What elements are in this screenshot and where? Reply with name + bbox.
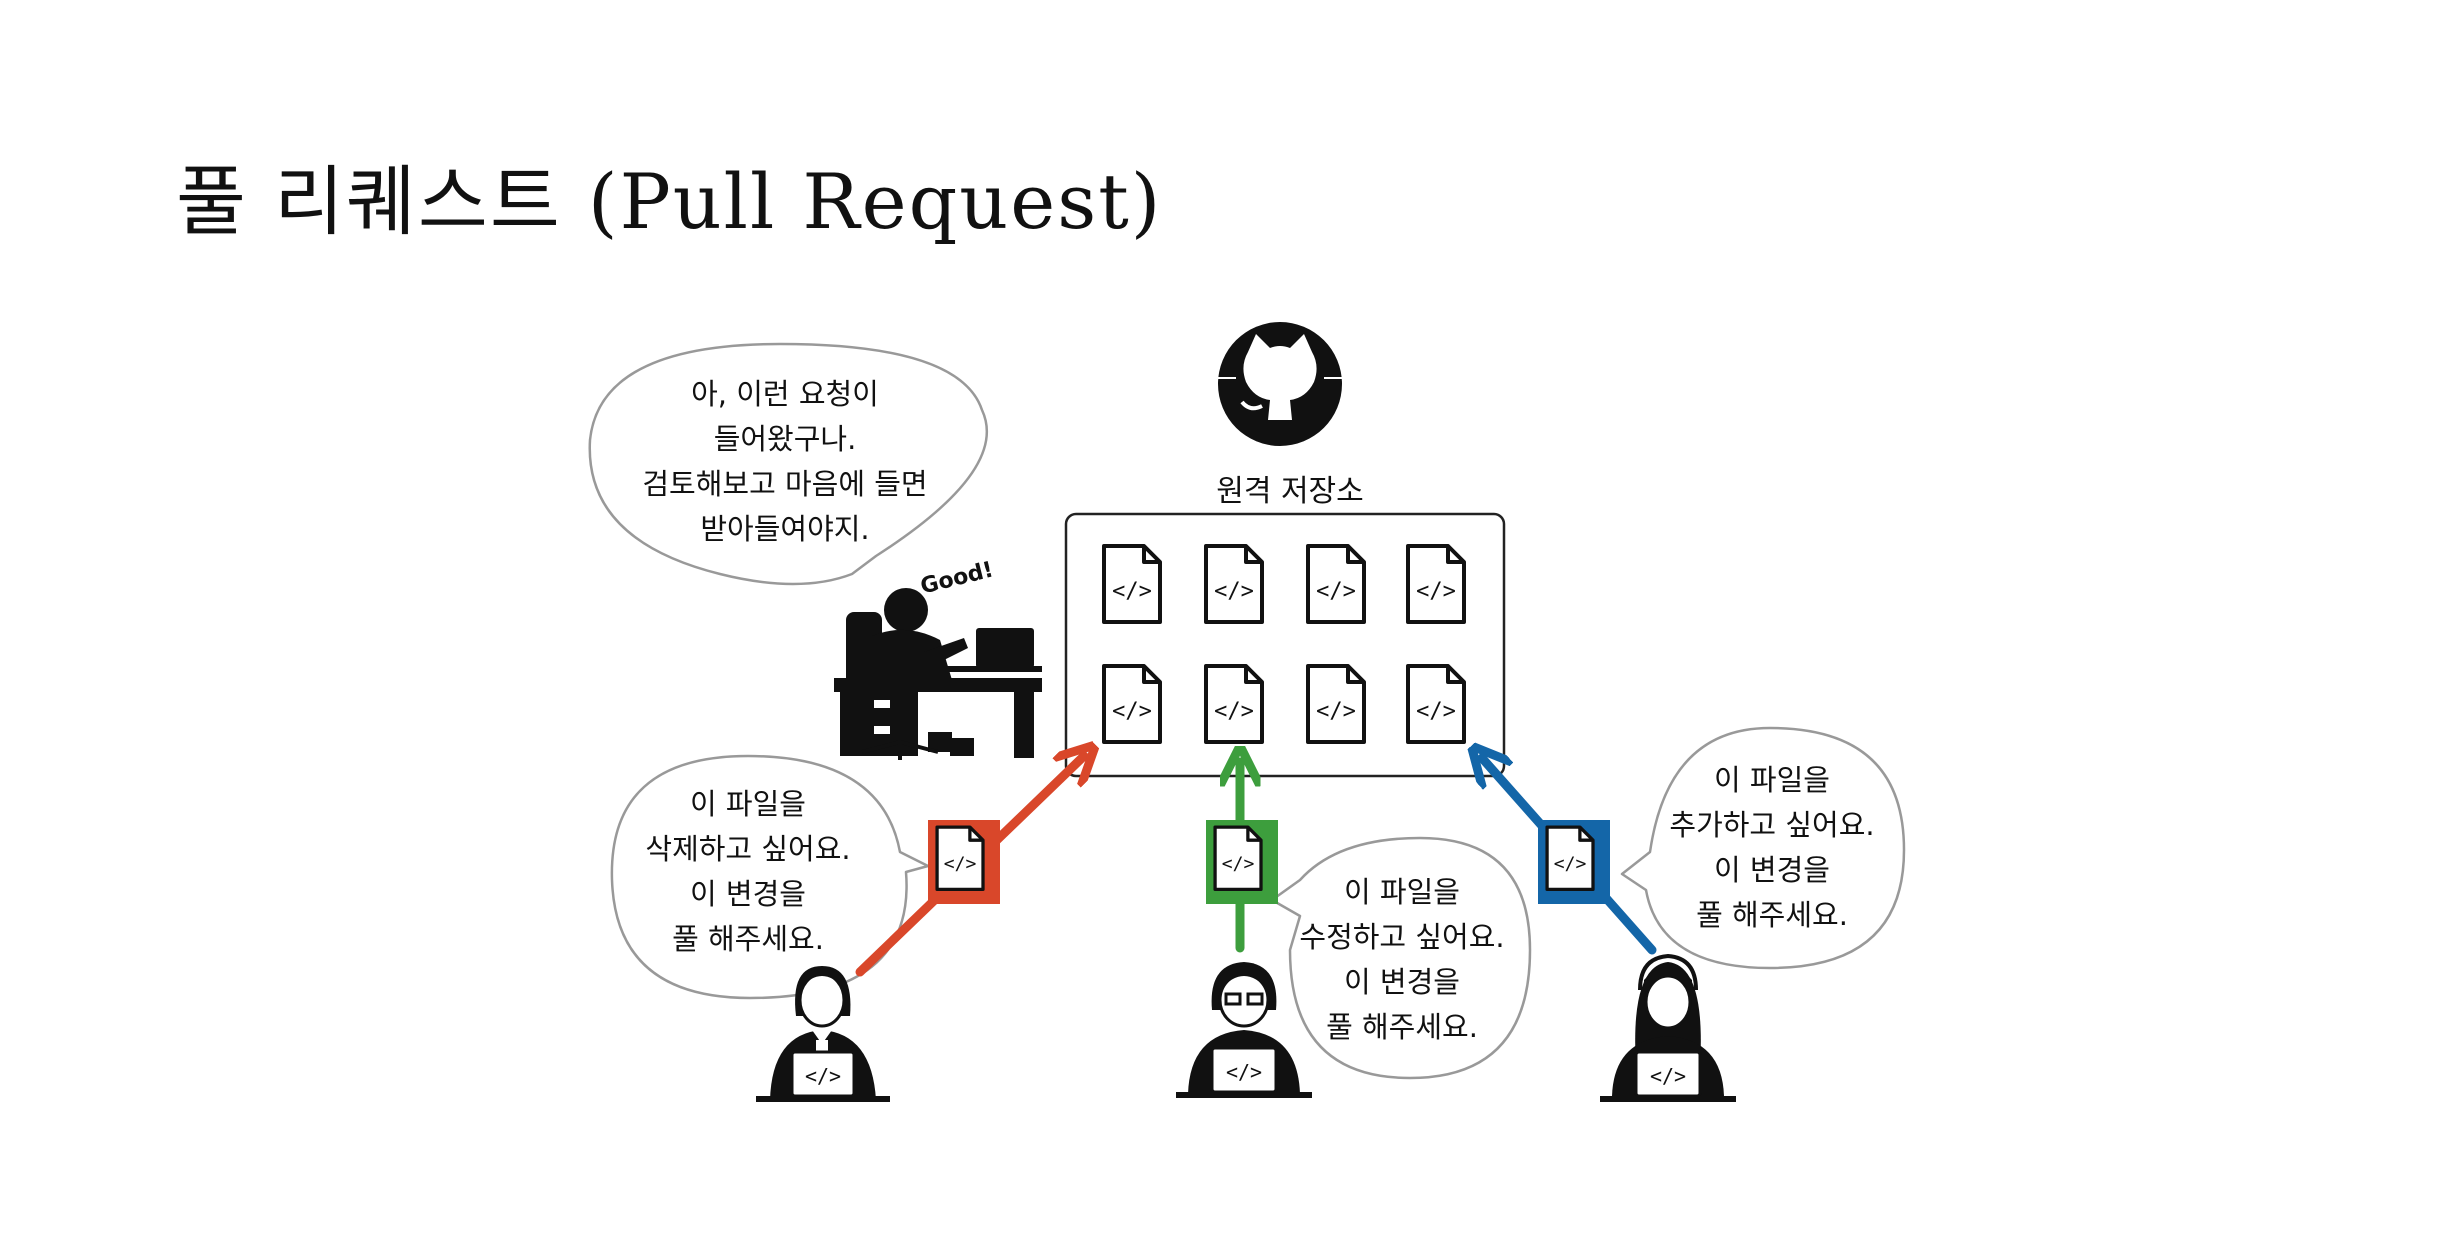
modify-file-badge <box>1206 820 1278 904</box>
code-file-icon <box>1102 664 1162 744</box>
repository-box <box>1064 512 1506 778</box>
delete-file-badge <box>928 820 1000 904</box>
repository-label: 원격 저장소 <box>1216 474 1364 509</box>
code-file-icon <box>1102 544 1162 624</box>
code-file-icon <box>1406 664 1466 744</box>
svg-text:</>: </> <box>805 1064 841 1088</box>
svg-text:</>: </> <box>1226 1060 1262 1084</box>
github-octocat-icon <box>1214 322 1346 446</box>
contributor-center-bubble-text: 이 파일을 수정하고 싶어요. 이 변경을 풀 해주세요. <box>1299 875 1505 1044</box>
developer-with-headset-icon: </> <box>1600 953 1736 1102</box>
maintainer-bubble-text: 아, 이런 요청이 들어왔구나. 검토해보고 마음에 들면 받아들여야지. <box>642 377 928 546</box>
slide-title: 풀 리퀘스트 (Pull Request) <box>176 157 1163 246</box>
maintainer-speech-bubble <box>588 342 988 586</box>
developer-with-tie-icon: </> <box>756 966 890 1102</box>
contributor-right-speech-bubble <box>1620 726 1906 970</box>
code-file-icon <box>1204 544 1264 624</box>
contributor-left-bubble-text: 이 파일을 삭제하고 싶어요. 이 변경을 풀 해주세요. <box>645 787 851 956</box>
developer-with-glasses-icon: </> <box>1176 962 1312 1098</box>
code-file-icon <box>1306 544 1366 624</box>
code-file-icon <box>1204 664 1264 744</box>
contributor-right-bubble-text: 이 파일을 추가하고 싶어요. 이 변경을 풀 해주세요. <box>1669 763 1875 932</box>
svg-text:</>: </> <box>1650 1064 1686 1088</box>
code-file-icon <box>1306 664 1366 744</box>
contributor-center-speech-bubble <box>1270 836 1532 1080</box>
add-file-badge <box>1538 820 1610 904</box>
maintainer-at-desk-icon <box>834 588 1042 760</box>
code-file-icon <box>1406 544 1466 624</box>
